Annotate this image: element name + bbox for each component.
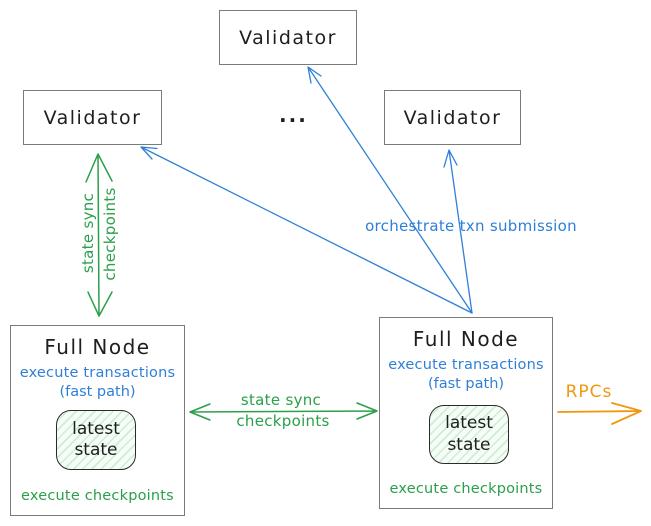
validators-ellipsis: ... bbox=[279, 103, 308, 127]
full-node-left-fast-path: (fast path) bbox=[59, 384, 136, 400]
vertical-sync-arrow bbox=[85, 153, 113, 317]
horizontal-state-sync-label: state sync bbox=[240, 391, 322, 409]
latest-state-left-line1: latest bbox=[72, 418, 120, 439]
validator-left-label: Validator bbox=[43, 106, 142, 129]
full-node-left-title: Full Node bbox=[44, 335, 151, 359]
orchestrate-txn-submission-label: orchestrate txn submission bbox=[365, 217, 577, 235]
validator-top-box: Validator bbox=[219, 10, 357, 65]
validator-left-box: Validator bbox=[23, 90, 162, 145]
vertical-state-sync-label: state sync bbox=[79, 192, 97, 274]
vertical-checkpoints-label: checkpoints bbox=[101, 187, 119, 281]
horizontal-checkpoints-label: checkpoints bbox=[236, 412, 330, 430]
full-node-left-exec-transactions: execute transactions bbox=[19, 365, 176, 381]
full-node-right-box: Full Node execute transactions (fast pat… bbox=[379, 317, 553, 509]
validator-right-box: Validator bbox=[384, 90, 521, 145]
full-node-right-fast-path: (fast path) bbox=[427, 376, 505, 392]
rpcs-label: RPCs bbox=[565, 382, 613, 402]
latest-state-right-line1: latest bbox=[445, 413, 493, 434]
full-node-left-box: Full Node execute transactions (fast pat… bbox=[10, 325, 185, 516]
horizontal-sync-line bbox=[189, 402, 378, 421]
vertical-sync-line bbox=[85, 153, 113, 317]
full-node-right-exec-transactions: execute transactions bbox=[388, 357, 544, 373]
full-node-right-execute-checkpoints: execute checkpoints bbox=[389, 481, 543, 497]
rpcs-arrow bbox=[557, 402, 642, 425]
full-node-left-execute-checkpoints: execute checkpoints bbox=[21, 488, 174, 504]
arrow-to-left-validator bbox=[140, 146, 473, 314]
rpcs-line bbox=[557, 402, 642, 425]
latest-state-box-left: latest state bbox=[56, 410, 136, 470]
validator-right-label: Validator bbox=[403, 106, 502, 129]
latest-state-right-line2: state bbox=[447, 434, 491, 455]
latest-state-box-right: latest state bbox=[429, 405, 509, 464]
arrow-to-right-validator bbox=[443, 149, 473, 314]
full-node-right-title: Full Node bbox=[412, 327, 520, 351]
horizontal-sync-arrow bbox=[189, 402, 378, 421]
arrow-to-top-validator bbox=[307, 66, 473, 314]
orchestrate-arrows bbox=[140, 66, 473, 314]
latest-state-left-line2: state bbox=[74, 440, 118, 460]
validator-top-label: Validator bbox=[239, 26, 337, 49]
